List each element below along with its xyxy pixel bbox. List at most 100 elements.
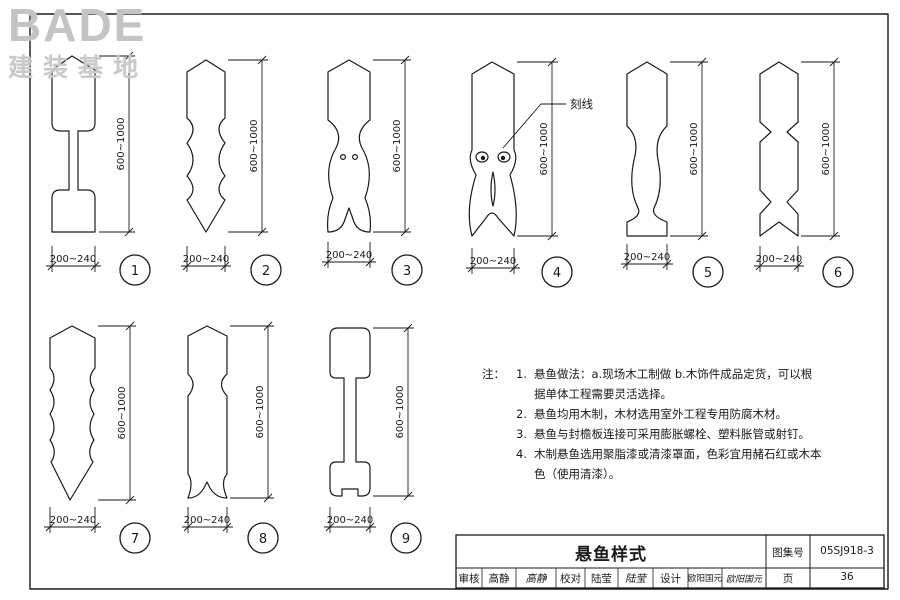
design-label: 设计 (660, 573, 681, 585)
figure-circle-1 (119, 254, 151, 286)
atlas-label: 图集号 (772, 547, 804, 559)
eye-4-right (497, 151, 511, 163)
figure-number-5: 5 (704, 266, 712, 281)
note-line: 据单体工程需要灵活选择。 (534, 387, 672, 401)
watermark-brand: BADE (8, 0, 147, 51)
height-label-6: 600~1000 (821, 123, 832, 176)
designer-signature: 欧阳国元 (725, 575, 762, 585)
figure-number-9: 9 (402, 532, 410, 547)
note-item: 1. 悬鱼做法：a.现场木工制做 b.木饰件成品定货，可以根 据单体工程需要灵活… (482, 364, 822, 404)
note-number: 2. (516, 407, 527, 421)
note-line: 木制悬鱼选用聚脂漆或清漆罩面，色彩宜用赭石红或木本 (534, 447, 822, 461)
height-dimension-2 (228, 55, 268, 237)
callout-label: 刻线 (570, 97, 593, 111)
height-dimension-9 (373, 323, 414, 501)
width-dimension-3 (322, 242, 376, 268)
hanging-fish-shape-2 (186, 59, 226, 233)
note-item: 3. 悬鱼与封檐板连接可采用膨胀螺栓、塑料胀管或射钉。 (482, 424, 822, 444)
designer-name: 欧阳国元 (688, 574, 723, 584)
note-number: 4. (516, 447, 527, 461)
notes: 注： 1. 悬鱼做法：a.现场木工制做 b.木饰件成品定货，可以根 据单体工程需… (482, 364, 822, 484)
figure-number-6: 6 (834, 266, 842, 281)
hanging-fish-shape-1 (51, 55, 96, 233)
figure-circle-4 (541, 256, 573, 288)
height-dimension-6 (801, 57, 840, 241)
page-number: 36 (840, 571, 854, 583)
reviewer-signature: 高静 (525, 573, 547, 585)
height-dimension-8 (230, 321, 274, 503)
figure-circle-2 (250, 254, 282, 286)
pupil-4-right (500, 155, 506, 161)
note-number: 1. (516, 367, 527, 381)
width-dimension-6 (754, 246, 804, 272)
note-line: 悬鱼与封檐板连接可采用膨胀螺栓、塑料胀管或射钉。 (534, 427, 810, 441)
height-dimension-5 (670, 57, 708, 241)
height-dimension-3 (373, 55, 411, 237)
hanging-fish-shape-9 (329, 327, 371, 497)
height-dimension-7 (98, 321, 136, 505)
width-dimension-5 (621, 244, 673, 270)
checker-signature: 陆莹 (625, 573, 646, 585)
height-label-4: 600~1000 (539, 123, 550, 176)
drawing-title: 悬鱼样式 (575, 545, 647, 565)
eye-3-left (340, 154, 347, 161)
note-line: 悬鱼做法：a.现场木工制做 b.木饰件成品定货，可以根 (534, 367, 813, 381)
width-dimension-7 (44, 507, 101, 533)
note-line: 色（使用清漆）。 (534, 467, 621, 481)
note-item: 2. 悬鱼均用木制，木材选用室外工程专用防腐木材。 (482, 404, 822, 424)
width-label-6: 200~240 (756, 254, 803, 265)
width-label-2: 200~240 (183, 254, 230, 265)
width-label-1: 200~240 (50, 254, 97, 265)
height-label-3: 600~1000 (392, 120, 403, 173)
review-label: 审核 (458, 573, 480, 585)
eye-3-right (352, 154, 359, 161)
page-label: 页 (782, 573, 794, 585)
figure-circle-5 (692, 256, 724, 288)
figure-circle-8 (247, 522, 279, 554)
width-label-8: 200~240 (184, 515, 231, 526)
width-label-9: 200~240 (327, 515, 374, 526)
figure-number-3: 3 (403, 264, 411, 279)
width-label-3: 200~240 (326, 250, 373, 261)
watermark-logo: BADE 建装基地 (8, 2, 148, 84)
pupil-4-left (480, 155, 486, 161)
width-label-7: 200~240 (50, 515, 97, 526)
height-label-7: 600~1000 (117, 387, 128, 440)
width-dimension-8 (182, 507, 233, 533)
width-dimension-1 (46, 246, 101, 272)
notes-prefix: 注： (482, 367, 505, 381)
figure-number-8: 8 (259, 532, 267, 547)
height-dimension-4 (517, 57, 558, 241)
height-label-9: 600~1000 (395, 386, 406, 439)
hanging-fish-shape-5 (626, 61, 668, 237)
figure-number-4: 4 (553, 266, 561, 281)
reviewer-name: 高静 (488, 573, 510, 585)
hanging-fish-shape-6 (759, 61, 799, 237)
note-number: 3. (516, 427, 527, 441)
height-label-1: 600~1000 (116, 118, 127, 171)
width-dimension-4 (466, 248, 520, 274)
height-dimension-1 (99, 51, 135, 237)
width-label-4: 200~240 (470, 256, 517, 267)
sheet-border (29, 13, 889, 590)
hanging-fish-shape-4 (468, 61, 517, 237)
check-label: 校对 (560, 573, 581, 585)
figure-number-7: 7 (131, 532, 139, 547)
height-label-5: 600~1000 (689, 123, 700, 176)
callout-leader (502, 103, 566, 149)
hanging-fish-shape-7 (49, 325, 96, 501)
hanging-fish-shape-8 (187, 325, 228, 499)
figure-circle-6 (822, 256, 854, 288)
note-line: 悬鱼均用木制，木材选用室外工程专用防腐木材。 (534, 407, 787, 421)
figure-number-1: 1 (131, 264, 139, 279)
mouth-4 (490, 171, 496, 207)
title-block: 悬鱼样式 图集号 05SJ918-3 审核 高静 高静 校对 陆莹 陆莹 设计 … (456, 535, 884, 588)
figure-circle-3 (391, 254, 423, 286)
checker-name: 陆莹 (591, 573, 612, 585)
height-label-8: 600~1000 (255, 386, 266, 439)
figure-number-2: 2 (262, 264, 270, 279)
figure-circle-9 (390, 522, 422, 554)
watermark-sub: 建装基地 (8, 53, 149, 82)
atlas-number: 05SJ918-3 (820, 545, 874, 557)
